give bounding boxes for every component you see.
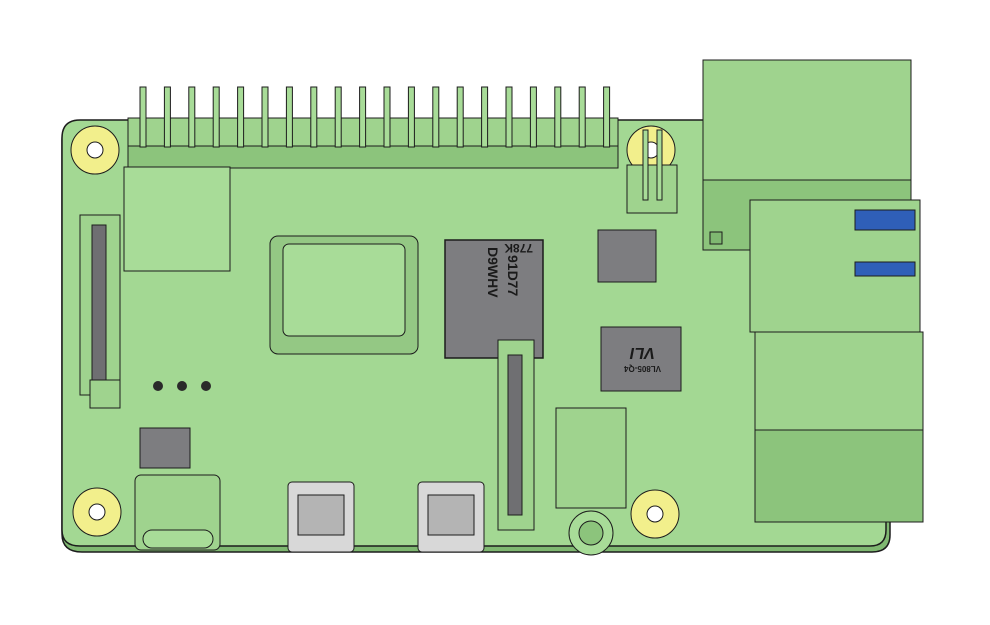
gpio-pin bbox=[505, 86, 513, 148]
gpio-pin bbox=[603, 86, 611, 148]
gpio-pin bbox=[334, 86, 342, 148]
camera-connector bbox=[497, 339, 535, 531]
mounting-hole-bottom-left bbox=[72, 487, 122, 537]
usb-controller-logo: VLI bbox=[630, 344, 655, 361]
gpio-pin bbox=[456, 86, 464, 148]
gpio-pin bbox=[261, 86, 269, 148]
memory-chip: 778K 91D77 D9WHV bbox=[444, 239, 544, 359]
usb-controller-chip: VL805-Q4 VLI bbox=[600, 326, 682, 392]
small-chip bbox=[139, 427, 191, 469]
mounting-hole-top-left bbox=[70, 125, 120, 175]
usb2-port-stack[interactable] bbox=[754, 331, 924, 523]
gpio-pin bbox=[212, 86, 220, 148]
usb-controller-part: VL805-Q4 bbox=[624, 364, 661, 373]
micro-hdmi-port-1[interactable] bbox=[417, 481, 485, 553]
audio-jack[interactable] bbox=[555, 407, 627, 556]
status-leds bbox=[153, 381, 211, 391]
gpio-pin bbox=[554, 86, 562, 148]
gpio-pin bbox=[432, 86, 440, 148]
gpio-header bbox=[127, 86, 619, 169]
display-connector bbox=[79, 214, 121, 409]
gpio-pin bbox=[188, 86, 196, 148]
gpio-pin bbox=[529, 86, 537, 148]
soc-processor bbox=[269, 235, 419, 355]
mounting-holes bbox=[70, 125, 680, 539]
gpio-pin bbox=[139, 86, 147, 148]
gpio-pin bbox=[237, 86, 245, 148]
gpio-pin bbox=[163, 86, 171, 148]
gpio-pin bbox=[285, 86, 293, 148]
gpio-pin bbox=[578, 86, 586, 148]
memory-chip-code-2: 91D77 bbox=[505, 255, 521, 296]
micro-hdmi-port-0[interactable] bbox=[287, 481, 355, 553]
usb3-port-stack[interactable] bbox=[749, 199, 921, 333]
gpio-pin bbox=[481, 86, 489, 148]
mounting-hole-bottom-right bbox=[630, 489, 680, 539]
fan-header bbox=[626, 129, 678, 214]
gpio-pins bbox=[139, 86, 611, 148]
memory-chip-code-3: D9WHV bbox=[485, 247, 501, 298]
gpio-pin bbox=[310, 86, 318, 148]
wireless-module bbox=[123, 166, 231, 272]
gpio-pin bbox=[359, 86, 367, 148]
gpio-pin bbox=[407, 86, 415, 148]
gpio-pin bbox=[383, 86, 391, 148]
memory-chip-code-1: 778K bbox=[504, 241, 533, 255]
pmic-chip bbox=[597, 229, 657, 283]
usb-c-power-port[interactable] bbox=[134, 474, 221, 551]
